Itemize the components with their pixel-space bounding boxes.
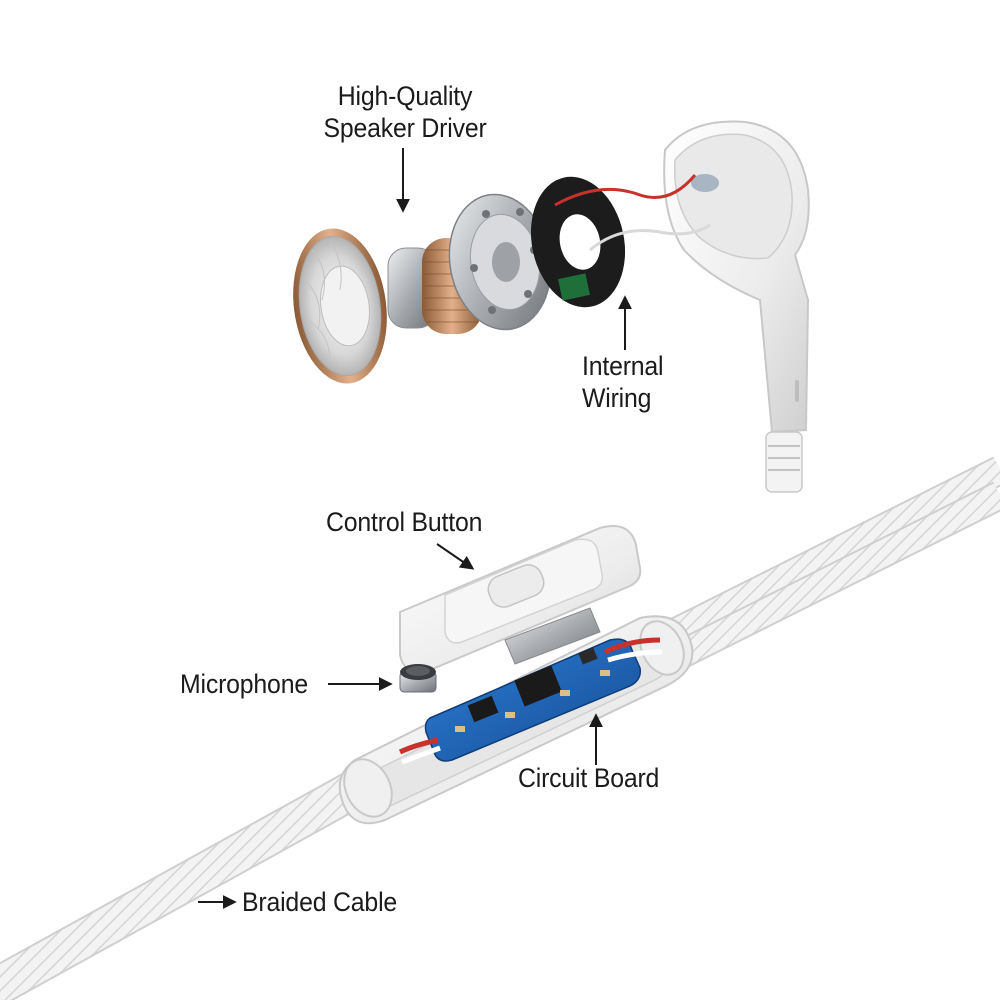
braided-cable: [0, 456, 1000, 1000]
label-internal-wiring-line1: Internal: [582, 351, 664, 381]
label-speaker-driver: High-Quality Speaker Driver: [308, 80, 501, 144]
speaker-driver-assembly: [293, 176, 626, 384]
microphone-capsule: [399, 664, 437, 693]
label-internal-wiring: Internal Wiring: [582, 350, 664, 414]
circuit-board: [398, 637, 663, 765]
earbud-shell: [554, 120, 810, 493]
label-circuit-board: Circuit Board: [518, 763, 660, 793]
callout-arrows: [198, 148, 632, 909]
arrow-control-button: [436, 543, 475, 570]
chip-main: [514, 665, 562, 707]
label-control-button: Control Button: [326, 507, 483, 537]
label-braided-cable: Braided Cable: [242, 887, 398, 917]
label-microphone: Microphone: [180, 669, 308, 699]
chip-small: [467, 695, 499, 723]
label-internal-wiring-line2: Wiring: [582, 383, 652, 413]
control-button-cover: [399, 525, 642, 674]
label-speaker-driver-line1: High-Quality: [337, 81, 473, 111]
label-speaker-driver-line2: Speaker Driver: [323, 113, 487, 143]
